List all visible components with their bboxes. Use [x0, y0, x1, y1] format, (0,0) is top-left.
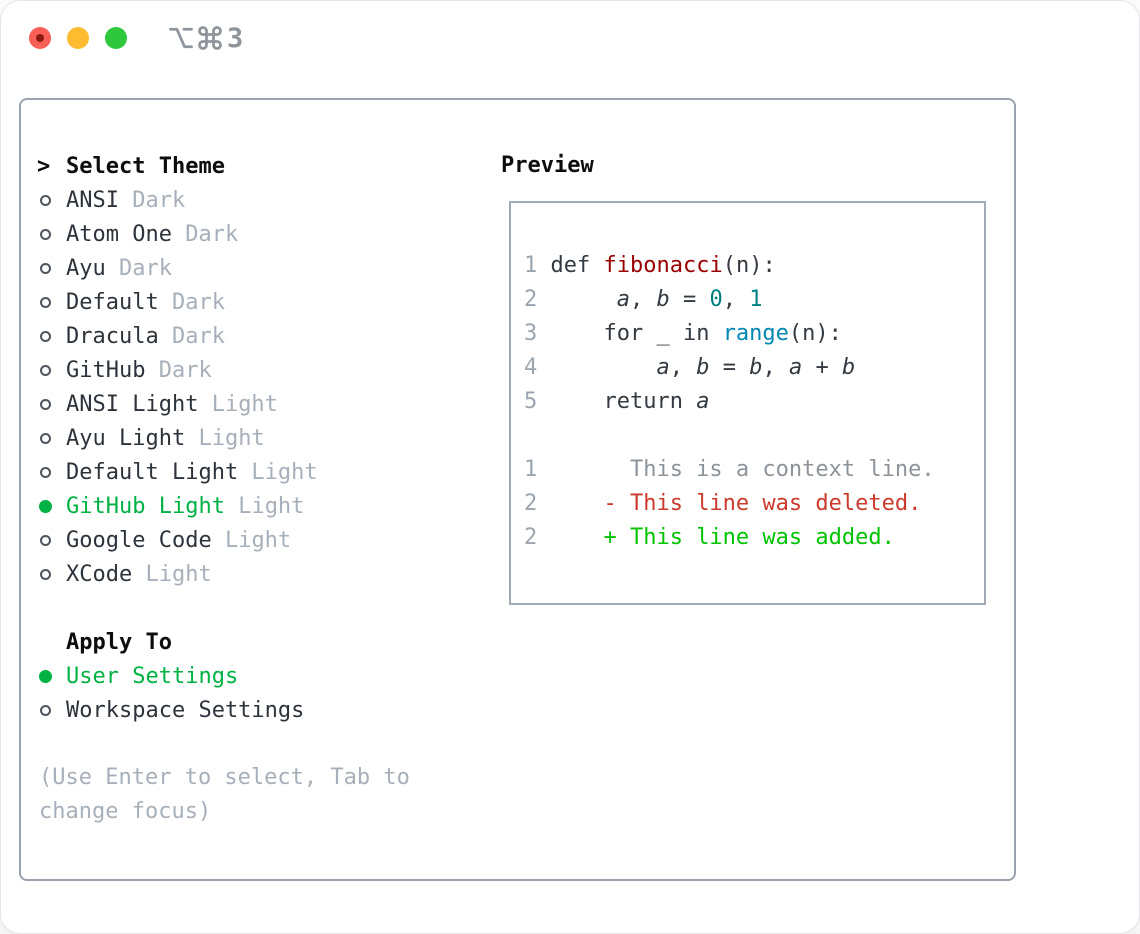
code-line: 2 a, b = 0, 1	[524, 287, 763, 312]
theme-option-label: Default	[66, 289, 159, 315]
theme-variant: Light	[198, 391, 278, 417]
zoom-button[interactable]	[105, 27, 127, 49]
theme-option-label: Google Code	[66, 527, 212, 553]
apply-to-header-row: Apply To	[37, 625, 304, 659]
theme-variant: Light	[132, 561, 212, 587]
theme-option-ansi[interactable]: ANSI Dark	[37, 183, 318, 217]
apply-option-workspace-settings[interactable]: Workspace Settings	[37, 693, 304, 727]
theme-option-atom-one[interactable]: Atom One Dark	[37, 217, 318, 251]
theme-variant: Dark	[171, 221, 239, 247]
radio-icon	[40, 330, 51, 342]
radio-icon	[40, 704, 51, 716]
theme-option-ayu[interactable]: Ayu Dark	[37, 251, 318, 285]
code-line: 5 return a	[524, 389, 710, 414]
theme-option-github[interactable]: GitHub Dark	[37, 353, 318, 387]
minimize-button[interactable]	[67, 27, 89, 49]
theme-option-ansi-light[interactable]: ANSI Light Light	[37, 387, 318, 421]
theme-option-label: ANSI Light	[66, 391, 199, 417]
line-number: 1	[524, 253, 538, 278]
theme-variant: Light	[238, 459, 318, 485]
diff-line: 2 - This line was deleted.	[524, 491, 922, 516]
command-key-icon	[196, 24, 224, 52]
theme-variant: Light	[185, 425, 265, 451]
radio-icon	[40, 398, 51, 410]
radio-icon	[40, 194, 51, 206]
radio-icon	[40, 262, 51, 274]
theme-option-label: Dracula	[66, 323, 159, 349]
apply-option-label: Workspace Settings	[66, 697, 305, 723]
theme-option-label: GitHub Light	[66, 493, 225, 519]
radio-selected-icon	[39, 669, 52, 683]
code-line: 1 def fibonacci(n):	[524, 253, 776, 278]
theme-option-dracula[interactable]: Dracula Dark	[37, 319, 318, 353]
line-number: 3	[524, 321, 538, 346]
theme-variant: Dark	[105, 255, 172, 281]
radio-icon	[40, 568, 51, 580]
theme-option-label: Atom One	[66, 221, 172, 247]
theme-option-label: Ayu	[66, 255, 106, 281]
radio-icon	[40, 466, 51, 478]
theme-option-xcode[interactable]: XCode Light	[37, 557, 318, 591]
line-number: 2	[524, 491, 538, 516]
apply-to-title: Apply To	[66, 629, 172, 655]
line-number: 5	[524, 389, 538, 414]
code-line: 3 for _ in range(n):	[524, 321, 842, 346]
diff-line: 1 This is a context line.	[524, 457, 935, 482]
theme-option-github-light[interactable]: GitHub Light Light	[37, 489, 318, 523]
help-text: (Use Enter to select, Tab to change focu…	[39, 765, 410, 824]
theme-option-label: XCode	[66, 561, 133, 587]
theme-option-label: ANSI	[66, 187, 119, 213]
shortcut-number: 3	[227, 22, 244, 54]
theme-variant: Dark	[145, 357, 212, 383]
theme-variant: Dark	[158, 289, 225, 315]
theme-list-header-row: > Select Theme	[37, 149, 318, 183]
theme-option-label: Ayu Light	[66, 425, 186, 451]
selection-arrow-icon: >	[37, 153, 51, 179]
theme-option-label: GitHub	[66, 357, 146, 383]
line-number: 1	[524, 457, 538, 482]
radio-icon	[40, 432, 51, 444]
theme-variant: Light	[211, 527, 292, 553]
theme-option-label: Default Light	[66, 459, 239, 485]
theme-list-title: Select Theme	[66, 153, 225, 179]
theme-option-google-code[interactable]: Google Code Light	[37, 523, 318, 557]
line-number: 2	[524, 287, 538, 312]
theme-variant: Light	[224, 493, 305, 519]
preview-pane: 1 def fibonacci(n): 2 a, b = 0, 1 3 for _ …	[509, 201, 986, 605]
theme-variant: Dark	[118, 187, 186, 213]
radio-icon	[40, 296, 51, 308]
apply-option-label: User Settings	[66, 663, 239, 689]
close-button[interactable]	[29, 27, 51, 49]
theme-variant: Dark	[158, 323, 225, 349]
option-key-icon	[167, 24, 195, 52]
apply-option-user-settings[interactable]: User Settings	[37, 659, 304, 693]
radio-selected-icon	[39, 499, 52, 513]
code-line: 4 a, b = b, a + b	[524, 355, 856, 380]
preview-title: Preview	[501, 153, 594, 178]
theme-option-ayu-light[interactable]: Ayu Light Light	[37, 421, 318, 455]
line-number: 2	[524, 525, 538, 550]
theme-option-default[interactable]: Default Dark	[37, 285, 318, 319]
theme-option-default-light[interactable]: Default Light Light	[37, 455, 318, 489]
window-title: 3	[167, 22, 243, 54]
radio-icon	[40, 228, 51, 240]
radio-icon	[40, 534, 51, 546]
diff-line: 2 + This line was added.	[524, 525, 895, 550]
blank-line	[524, 419, 984, 453]
radio-icon	[40, 364, 51, 376]
line-number: 4	[524, 355, 538, 380]
